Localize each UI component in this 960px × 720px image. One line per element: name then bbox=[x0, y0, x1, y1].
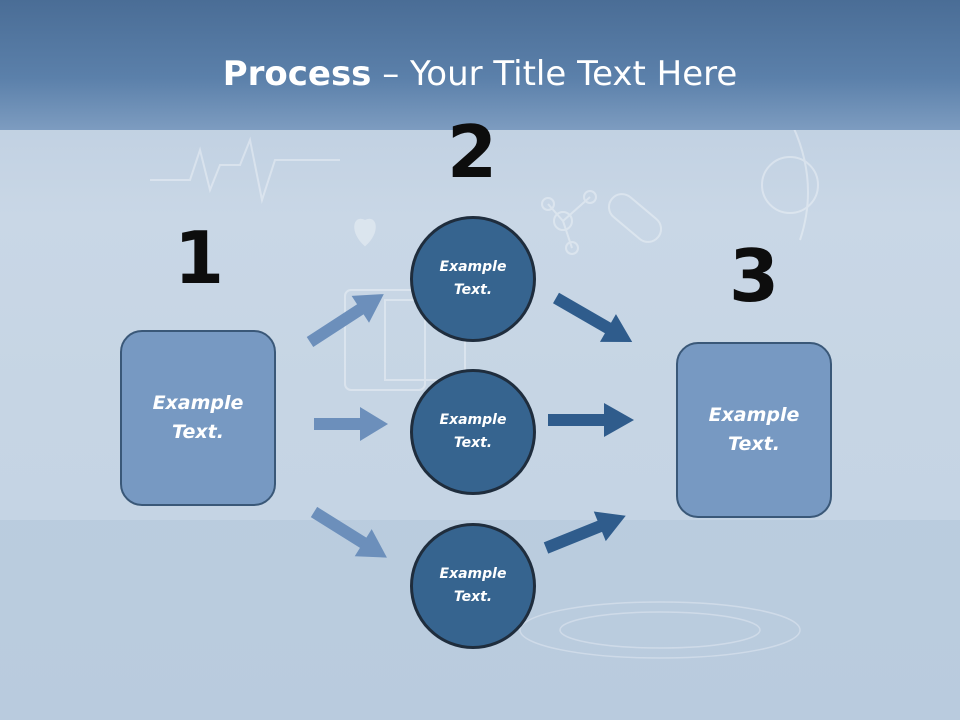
slide-title: Process – Your Title Text Here bbox=[0, 52, 960, 96]
step-2-circle-middle: Example Text. bbox=[410, 369, 536, 495]
arrow-1-to-bottom bbox=[310, 506, 387, 558]
step-2-circle-bottom: Example Text. bbox=[410, 523, 536, 649]
step-number-3: 3 bbox=[728, 234, 780, 318]
step-2-circle-top: Example Text. bbox=[410, 216, 536, 342]
arrow-1-to-top bbox=[306, 294, 384, 348]
step-3-text: Example Text. bbox=[708, 404, 800, 455]
step-number-2: 2 bbox=[446, 110, 498, 194]
title-band bbox=[0, 0, 960, 130]
arrow-middle-to-3 bbox=[548, 403, 634, 437]
arrow-top-to-3 bbox=[553, 292, 633, 342]
step-1-text: Example Text. bbox=[152, 392, 244, 443]
arrow-bottom-to-3 bbox=[543, 511, 626, 554]
arrow-1-to-middle bbox=[314, 407, 388, 441]
step-2-circle-top-text: Example Text. bbox=[439, 259, 507, 298]
step-2-circle-bottom-text: Example Text. bbox=[439, 566, 507, 605]
title-rest: – Your Title Text Here bbox=[371, 54, 738, 94]
step-3-box: Example Text. bbox=[676, 342, 832, 518]
step-1-box: Example Text. bbox=[120, 330, 276, 506]
title-bold: Process bbox=[222, 54, 372, 94]
step-2-circle-middle-text: Example Text. bbox=[439, 412, 507, 451]
step-number-1: 1 bbox=[173, 216, 225, 300]
